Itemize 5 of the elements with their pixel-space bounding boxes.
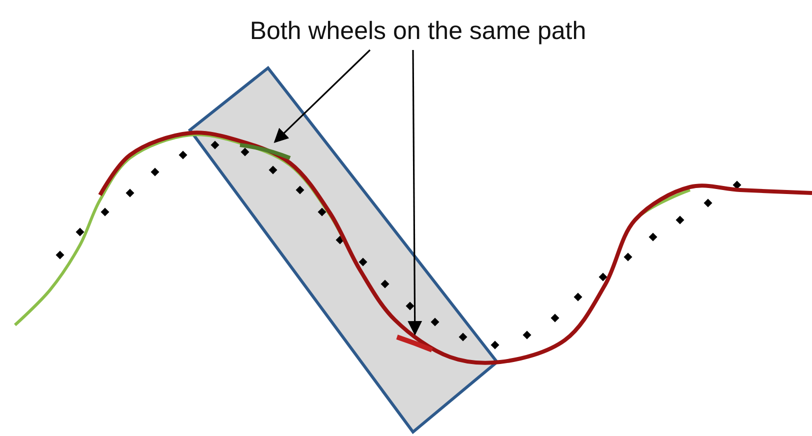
- wheel-mark: [238, 142, 292, 161]
- callout-text: Both wheels on the same path: [170, 12, 666, 50]
- wheel-mark: [395, 334, 435, 353]
- leader-arrow: [274, 49, 371, 143]
- leader-arrow: [408, 50, 422, 336]
